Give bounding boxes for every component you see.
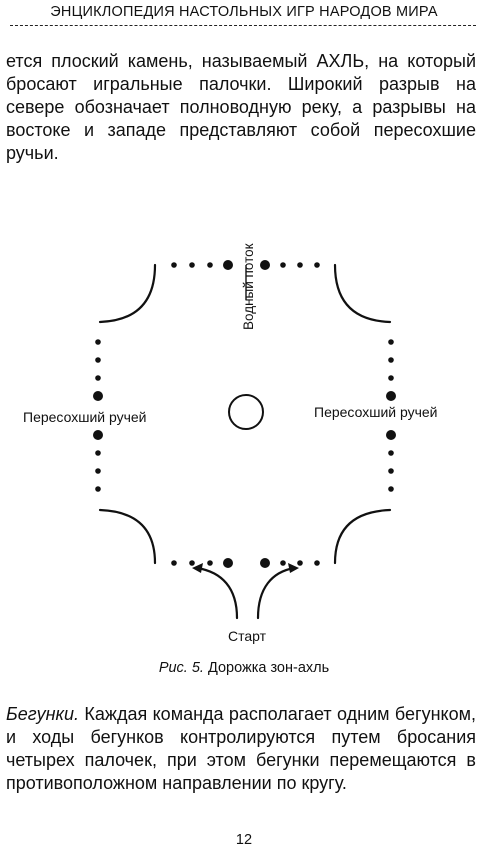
track-hole xyxy=(207,262,213,268)
track-hole xyxy=(388,486,394,492)
center-stone xyxy=(228,394,264,430)
track-hole xyxy=(388,450,394,456)
label-east: Пересохший ручей xyxy=(314,404,438,420)
track-hole xyxy=(189,262,195,268)
corner-arc-top-right xyxy=(333,263,392,324)
track-hole xyxy=(388,339,394,345)
track-hole xyxy=(314,560,320,566)
track-hole-large xyxy=(386,391,396,401)
corner-arc-bottom-left xyxy=(98,508,157,565)
paragraph-top: ется плоский камень, называемый АХЛЬ, на… xyxy=(6,51,476,163)
caption-number: Рис. 5. xyxy=(158,660,204,676)
track-hole xyxy=(95,486,101,492)
track-hole xyxy=(95,339,101,345)
track-hole-large xyxy=(260,260,270,270)
label-west: Пересохший ручей xyxy=(23,409,147,425)
start-arrow-right xyxy=(256,566,296,620)
track-hole xyxy=(388,375,394,381)
track-hole xyxy=(280,560,286,566)
track-hole xyxy=(189,560,195,566)
track-hole xyxy=(297,560,303,566)
track-hole-large xyxy=(93,430,103,440)
label-north: Водный поток xyxy=(241,243,256,330)
track-hole xyxy=(388,468,394,474)
start-arrow-right-head xyxy=(288,563,299,573)
start-arrow-left-head xyxy=(192,563,203,573)
track-hole-large xyxy=(223,558,233,568)
track-hole-large xyxy=(93,391,103,401)
start-arrow-left xyxy=(195,566,239,620)
page-number: 12 xyxy=(235,832,253,848)
track-hole xyxy=(314,262,320,268)
track-hole xyxy=(95,357,101,363)
track-hole xyxy=(280,262,286,268)
track-hole xyxy=(95,450,101,456)
corner-arc-top-left xyxy=(98,263,157,324)
header-rule xyxy=(10,25,476,26)
figure-caption: Рис. 5. Дорожка зон-ахль xyxy=(0,660,488,676)
game-track-diagram: Водный поток Пересохший ручей Пересохший… xyxy=(23,243,438,644)
running-header: ЭНЦИКЛОПЕДИЯ НАСТОЛЬНЫХ ИГР НАРОДОВ МИРА xyxy=(50,4,438,20)
label-start: Старт xyxy=(228,628,267,644)
caption-title: Дорожка зон-ахль xyxy=(207,660,330,676)
track-hole xyxy=(171,560,177,566)
track-hole-large xyxy=(260,558,270,568)
track-hole xyxy=(207,560,213,566)
track-hole-large xyxy=(223,260,233,270)
track-hole-large xyxy=(386,430,396,440)
paragraph-lead: Бегунки. xyxy=(6,704,80,724)
paragraph-bottom-text: Каждая команда располагает одним бегунко… xyxy=(6,704,476,793)
track-hole xyxy=(171,262,177,268)
track-hole xyxy=(388,357,394,363)
track-hole xyxy=(297,262,303,268)
track-hole xyxy=(95,375,101,381)
paragraph-bottom: Бегунки. Каждая команда располагает одни… xyxy=(6,703,476,795)
track-hole xyxy=(95,468,101,474)
corner-arc-bottom-right xyxy=(333,508,392,565)
track-holes xyxy=(93,260,396,568)
